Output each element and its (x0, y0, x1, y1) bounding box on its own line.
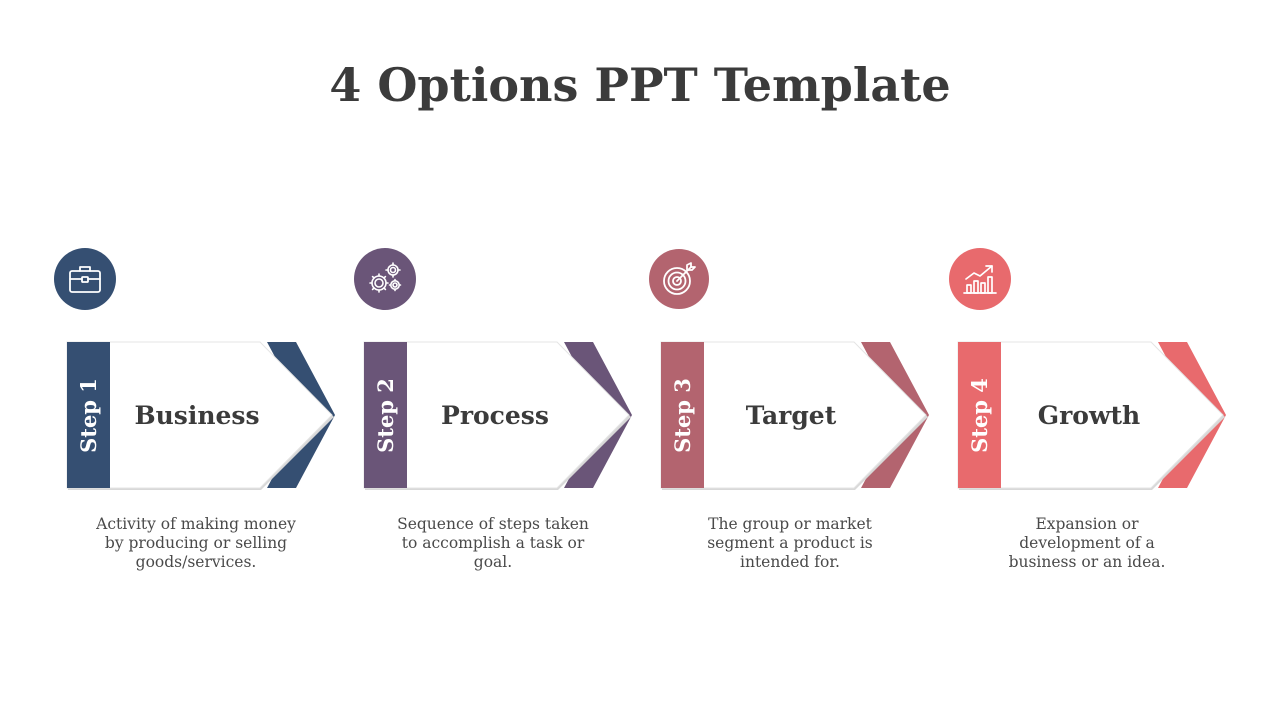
target-icon (663, 262, 696, 295)
step-2-icon-circle (354, 248, 416, 310)
step-3: Step 3 Target The group or market segmen… (649, 0, 958, 720)
page-title: 4 Options PPT Template (329, 58, 951, 112)
step-4-name: Growth (1037, 401, 1141, 430)
step-4-tab: Step 4 (967, 378, 992, 453)
step-2-name: Process (441, 401, 549, 430)
step-2-arrow (363, 341, 632, 490)
step-1-name: Business (134, 401, 260, 430)
step-2-tab: Step 2 (373, 378, 398, 453)
briefcase-icon (69, 266, 101, 293)
step-3-description: The group or market segment a product is… (707, 515, 873, 571)
step-1-tab: Step 1 (76, 378, 101, 453)
step-2-description: Sequence of steps taken to accomplish a … (397, 515, 589, 571)
step-1-description: Activity of making money by producing or… (96, 515, 296, 571)
step-4-arrow (957, 341, 1226, 490)
step-4-description: Expansion or development of a business o… (1008, 515, 1166, 571)
step-2: Step 2 Process Sequence of steps taken t… (354, 0, 661, 720)
step-1: Step 1 Business Activity of making money… (54, 0, 364, 720)
step-3-name: Target (745, 401, 837, 430)
step-3-arrow (660, 341, 929, 490)
step-4: Step 4 Growth Expansion or development o… (949, 0, 1255, 720)
gears-icon (369, 262, 402, 293)
step-3-tab: Step 3 (670, 378, 695, 453)
step-4-icon-circle (949, 248, 1011, 310)
step-3-icon-circle (649, 249, 709, 309)
step-1-icon-circle (54, 248, 116, 310)
growth-chart-icon (963, 265, 997, 294)
step-1-arrow (66, 341, 335, 490)
